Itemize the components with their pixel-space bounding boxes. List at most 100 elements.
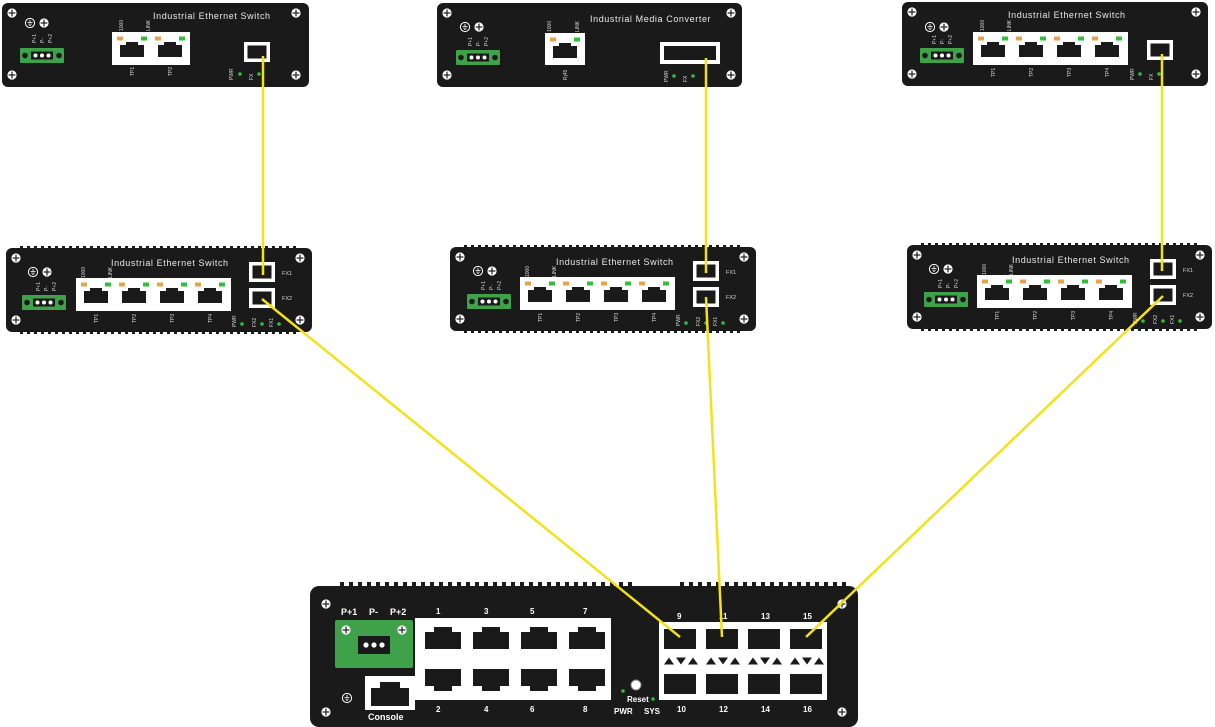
cooling-fin bbox=[527, 330, 530, 333]
cooling-fin bbox=[534, 245, 537, 248]
cooling-fin bbox=[618, 245, 621, 248]
cooling-fin bbox=[90, 246, 93, 249]
fiber-port-fx[interactable] bbox=[1147, 40, 1173, 60]
cooling-fin bbox=[1173, 243, 1176, 246]
rj45-port-3[interactable] bbox=[467, 620, 515, 653]
sfp-port-9[interactable] bbox=[660, 625, 700, 653]
power-label-p1: P+1 bbox=[481, 281, 487, 290]
cooling-fin bbox=[181, 331, 184, 334]
cooling-fin bbox=[592, 582, 596, 588]
cooling-fin bbox=[716, 582, 720, 588]
port-label-tp1: TP1 bbox=[130, 67, 136, 76]
led-label-1000: 1000 bbox=[525, 266, 531, 277]
cooling-fin bbox=[27, 246, 30, 249]
cooling-fin bbox=[984, 243, 987, 246]
cooling-fin bbox=[698, 582, 702, 588]
cooling-fin bbox=[20, 331, 23, 334]
cooling-fin bbox=[174, 246, 177, 249]
cooling-fin bbox=[1054, 243, 1057, 246]
fiber-port-fx2[interactable] bbox=[1150, 285, 1176, 305]
power-terminal-block bbox=[335, 620, 413, 668]
sfp-port-13[interactable] bbox=[744, 625, 784, 653]
rj45-port-tp4[interactable] bbox=[1090, 35, 1124, 61]
rj45-port-5[interactable] bbox=[515, 620, 563, 653]
rj45-port-4[interactable] bbox=[467, 665, 515, 698]
cooling-fin bbox=[660, 330, 663, 333]
rj45-port-tp4[interactable] bbox=[637, 280, 671, 306]
cooling-fin bbox=[439, 582, 443, 588]
rj45-port-tp1[interactable] bbox=[115, 35, 149, 61]
rj45-port-tp4[interactable] bbox=[193, 281, 227, 307]
rj45-port-7[interactable] bbox=[563, 620, 611, 653]
rj45-port-tp3[interactable] bbox=[155, 281, 189, 307]
fx2-label: FX2 bbox=[282, 296, 292, 302]
cooling-fin bbox=[555, 330, 558, 333]
cooling-fin bbox=[41, 331, 44, 334]
sfp-port-14[interactable] bbox=[744, 670, 784, 698]
cooling-fin bbox=[998, 243, 1001, 246]
console-port[interactable] bbox=[365, 676, 415, 710]
sfp-port-16[interactable] bbox=[786, 670, 826, 698]
cooling-fin bbox=[716, 330, 719, 333]
port-label-tp1: TP1 bbox=[995, 311, 1001, 320]
cooling-fin bbox=[688, 245, 691, 248]
cooling-fin bbox=[949, 328, 952, 331]
cooling-fin bbox=[921, 243, 924, 246]
rj45-port-tp3[interactable] bbox=[1056, 278, 1090, 304]
rj45-port-6[interactable] bbox=[515, 665, 563, 698]
rj45-port-tp1[interactable] bbox=[976, 35, 1010, 61]
rj45-port-tp2[interactable] bbox=[117, 281, 151, 307]
cooling-fin bbox=[167, 246, 170, 249]
port-label-tp3: TP3 bbox=[170, 314, 176, 323]
cooling-fin bbox=[492, 330, 495, 333]
rj45-port-tp3[interactable] bbox=[599, 280, 633, 306]
fiber-port-fx[interactable] bbox=[244, 42, 270, 62]
cooling-fin bbox=[667, 245, 670, 248]
power-label-p2: P+2 bbox=[948, 35, 954, 44]
fiber-link-mid-right-to-core-port-15 bbox=[805, 295, 1164, 638]
cooling-fin bbox=[104, 331, 107, 334]
cooling-fin bbox=[520, 330, 523, 333]
cooling-fin bbox=[1187, 328, 1190, 331]
sfp-port-12[interactable] bbox=[702, 670, 742, 698]
cooling-fin bbox=[709, 330, 712, 333]
cooling-fin bbox=[695, 330, 698, 333]
cooling-fin bbox=[674, 330, 677, 333]
rj45-port-tp2[interactable] bbox=[561, 280, 595, 306]
rj45-port-2[interactable] bbox=[419, 665, 467, 698]
led-label-1000: 1000 bbox=[980, 20, 986, 31]
cooling-fin bbox=[471, 245, 474, 248]
cooling-fin bbox=[132, 331, 135, 334]
device-mid-middle-switch: P+1 P- P+2 Industrial Ethernet Switch 10… bbox=[450, 247, 756, 331]
reset-button[interactable] bbox=[630, 679, 642, 691]
power-label-pminus: P- bbox=[940, 39, 946, 44]
cooling-fin bbox=[1110, 243, 1113, 246]
port-number-1: 1 bbox=[436, 607, 441, 616]
sfp-port-10[interactable] bbox=[660, 670, 700, 698]
cooling-fin bbox=[20, 246, 23, 249]
cooling-fin bbox=[604, 330, 607, 333]
cooling-fin bbox=[511, 582, 515, 588]
rj45-port-tp4[interactable] bbox=[1094, 278, 1128, 304]
cooling-fin bbox=[153, 331, 156, 334]
rj45-port-tp2[interactable] bbox=[1018, 278, 1052, 304]
device-top-right-switch: P+1 P- P+2 Industrial Ethernet Switch 10… bbox=[902, 2, 1208, 86]
cooling-fin bbox=[639, 330, 642, 333]
led-label-link: LINK bbox=[552, 265, 558, 277]
cooling-fin bbox=[223, 246, 226, 249]
sfp-port-15[interactable] bbox=[786, 625, 826, 653]
cooling-fin bbox=[1152, 328, 1155, 331]
rj45-port-8[interactable] bbox=[563, 665, 611, 698]
port-label-tp1: TP1 bbox=[991, 68, 997, 77]
rj45-port[interactable] bbox=[548, 36, 582, 62]
rj45-port-tp1[interactable] bbox=[79, 281, 113, 307]
rj45-port-tp2[interactable] bbox=[153, 35, 187, 61]
rj45-port-1[interactable] bbox=[419, 620, 467, 653]
cooling-fin bbox=[139, 246, 142, 249]
cooling-fin bbox=[1131, 243, 1134, 246]
rj45-port-tp1[interactable] bbox=[523, 280, 557, 306]
cooling-fin bbox=[237, 331, 240, 334]
rj45-port-tp1[interactable] bbox=[980, 278, 1014, 304]
rj45-port-tp3[interactable] bbox=[1052, 35, 1086, 61]
rj45-port-tp2[interactable] bbox=[1014, 35, 1048, 61]
